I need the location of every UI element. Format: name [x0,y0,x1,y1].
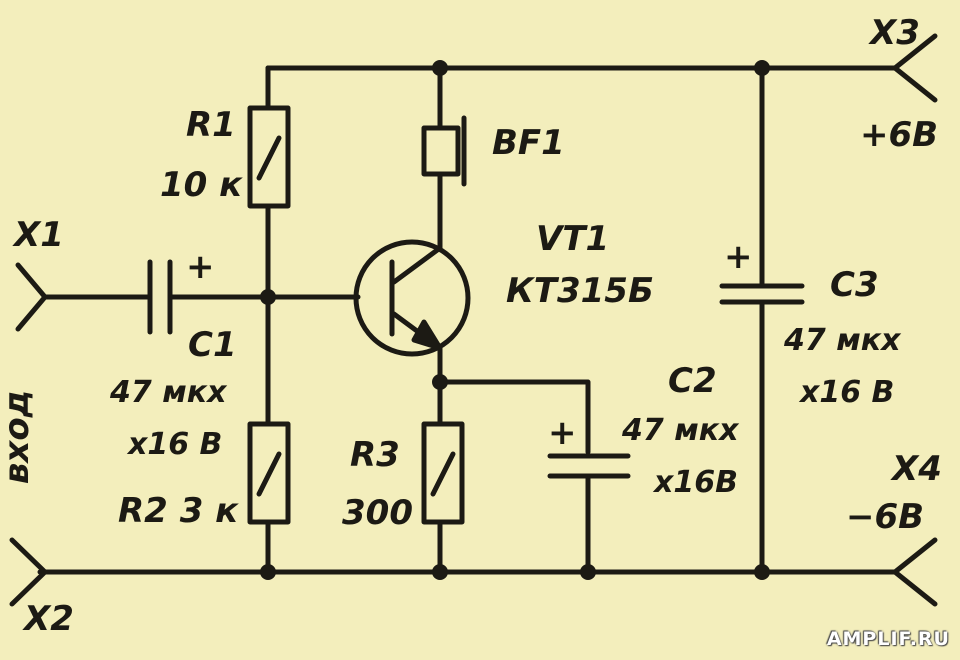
vt1-ref-label: VT1 [536,219,610,259]
terminal-x1-arrow [15,262,48,332]
vt1-circle [353,239,471,357]
c1-value-line2: х16 В [128,427,223,462]
r3-value-label: 300 [342,493,413,533]
c2-ref-label: C2 [668,361,717,401]
c2-plus-label: + [548,413,577,453]
c3-value-line2: х16 В [800,375,895,410]
c1-value-line1: 47 мкх [110,375,227,410]
c3-ref-label: C3 [830,265,879,305]
c2-value-line2: х16В [654,465,738,500]
c3-plus-label: + [724,237,753,277]
junction-dot [754,60,770,76]
r2-label: R2 3 к [118,494,238,528]
terminal-x4-label: X4 [892,449,942,489]
plus-supply-label: +6В [860,115,939,155]
bf1-body [421,125,461,177]
r2-ref: R2 [118,491,168,531]
c1-plus-label: + [186,247,215,287]
junction-dot [432,564,448,580]
terminal-x2-label: X2 [24,599,74,639]
r1-ref-label: R1 [186,105,236,145]
junction-dot [754,564,770,580]
bf1-label: BF1 [492,123,565,163]
junction-dot [260,289,276,305]
junction-dot [432,374,448,390]
r3-ref-label: R3 [350,435,400,475]
r3-body [421,421,465,525]
emitter-to-c2-wire [437,379,591,455]
r2-value: 3 к [179,491,239,531]
junction-dot [580,564,596,580]
minus-supply-label: −6В [846,497,925,537]
watermark-text: AMPLIF.RU [826,628,950,650]
terminal-x4-arrow [892,537,938,607]
r2-slash [256,451,282,497]
terminal-x3-arrow [892,33,938,103]
r3-slash [430,451,456,497]
junction-dot [432,60,448,76]
c1-ref-label: C1 [188,325,237,365]
c3-value-line1: 47 мкх [784,323,901,358]
input-label: вход [0,389,38,485]
terminal-x2-arrow [9,537,48,607]
junction-dots [260,60,770,580]
c2-value-line1: 47 мкх [622,413,739,448]
junction-dot [260,564,276,580]
r1-value-label: 10 к [160,165,243,205]
terminal-x3-label: X3 [870,13,920,53]
vt1-collector [391,245,443,285]
vt1-emitter-arrow [411,319,443,351]
terminal-x1-label: X1 [14,215,64,255]
r1-slash [256,135,282,181]
vt1-type-label: КТ315Б [506,271,654,311]
